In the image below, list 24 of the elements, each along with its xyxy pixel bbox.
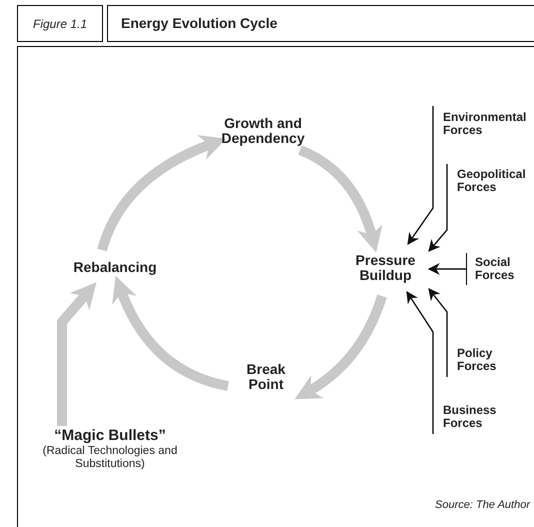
node-label: Environmental Forces (443, 110, 528, 138)
arrow (428, 288, 448, 377)
source-note: Source: The Author (435, 498, 530, 513)
node-label: “Magic Bullets” (54, 428, 166, 444)
node-label: Growth and Dependency (221, 116, 305, 146)
cycle-arrow (97, 136, 226, 252)
title-box: Energy Evolution Cycle (107, 5, 534, 42)
cycle-arrow (294, 294, 387, 400)
cycle-arrow (298, 145, 382, 253)
arrow (406, 291, 434, 434)
node-note: (Radical Technologies and Substitutions) (42, 444, 178, 471)
node-label: Policy Forces (457, 346, 498, 374)
cycle-arrow (57, 282, 97, 426)
node-label: Business Forces (443, 404, 498, 430)
node-label: Rebalancing (73, 260, 157, 276)
figure-number-box: Figure 1.1 (17, 5, 103, 42)
node-label: Break Point (246, 362, 286, 392)
node-label: Pressure Buildup (354, 252, 416, 284)
node-label: Geopolitical Forces (457, 168, 527, 194)
arrow (407, 106, 434, 245)
arrow (428, 164, 448, 252)
node-label: Social Forces (475, 256, 516, 282)
cycle-arrow (112, 276, 230, 391)
arrow (428, 263, 466, 275)
